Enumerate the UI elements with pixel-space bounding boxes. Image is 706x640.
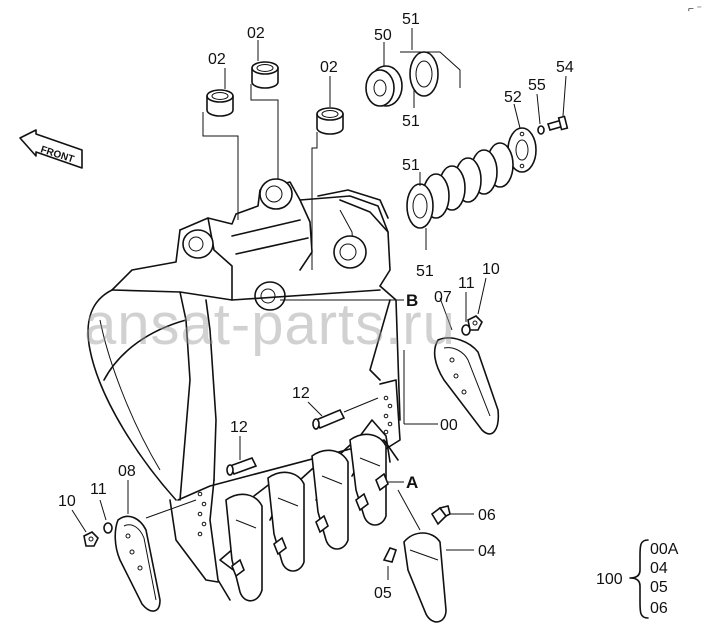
label-54: 54 (556, 59, 574, 76)
shim-51-top (400, 28, 461, 108)
front-arrow: FRONT (19, 129, 83, 169)
nut-10-left (71, 509, 99, 547)
label-A: A (406, 473, 418, 492)
label-51-bottom: 51 (416, 263, 434, 280)
label-B: B (406, 291, 418, 310)
label-04: 04 (478, 543, 496, 560)
label-11-right: 11 (458, 275, 475, 292)
washer-11-left (99, 499, 113, 534)
pin-12-lower (226, 436, 258, 476)
side-cutter-07 (433, 297, 500, 435)
boss-50 (365, 42, 403, 107)
label-51-lower-mid: 51 (402, 157, 420, 174)
bolt-54 (546, 75, 569, 131)
kit-item-4: 06 (650, 600, 668, 617)
label-08: 08 (118, 463, 136, 480)
label-50: 50 (374, 27, 392, 44)
bushing-02-mid (250, 40, 279, 180)
label-02-mid: 02 (247, 25, 265, 42)
bucket-00 (87, 178, 438, 601)
kit-item-1: 00A (650, 541, 679, 558)
label-05: 05 (374, 585, 392, 602)
label-51-upper-mid: 51 (402, 113, 420, 130)
tooth-04-loose (403, 532, 474, 623)
washer-11-right (461, 292, 471, 336)
pin-05 (382, 547, 398, 580)
kit-item-3: 05 (650, 579, 668, 596)
watermark: ansat-parts.ru (84, 292, 456, 357)
label-10-left: 10 (58, 493, 76, 510)
label-51-top: 51 (402, 11, 420, 28)
bushing-02-right (311, 76, 344, 270)
label-10-right: 10 (482, 261, 500, 278)
shim-stack-51 (406, 142, 514, 250)
label-12-lower: 12 (230, 419, 248, 436)
label-07: 07 (434, 289, 452, 306)
side-cutter-08 (114, 480, 197, 612)
kit-number: 100 (596, 571, 623, 588)
label-12-upper: 12 (292, 385, 310, 402)
teeth-row (225, 433, 389, 602)
bushing-02-left (202, 68, 239, 220)
label-11-left: 11 (90, 481, 107, 498)
label-06: 06 (478, 507, 496, 524)
label-55: 55 (528, 77, 546, 94)
washer-55 (536, 93, 545, 135)
lock-06 (430, 505, 474, 526)
kit-item-2: 04 (650, 560, 668, 577)
label-52: 52 (504, 89, 522, 106)
kit-brace (629, 539, 649, 619)
pin-12-upper (307, 397, 379, 430)
tooth-guide-line (397, 489, 421, 531)
label-02-left: 02 (208, 51, 226, 68)
label-00: 00 (440, 417, 458, 434)
front-label: FRONT (39, 144, 75, 165)
corner-mark: ⌐ ⁻ (688, 4, 702, 15)
label-02-right: 02 (320, 59, 338, 76)
